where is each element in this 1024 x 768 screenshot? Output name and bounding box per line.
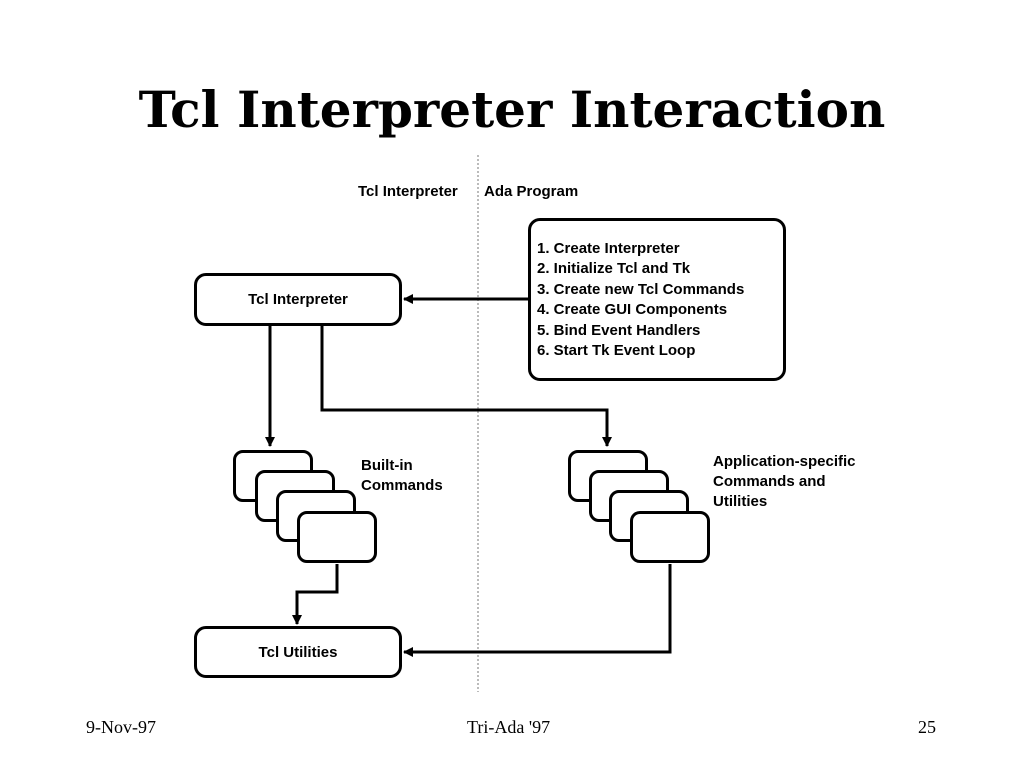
command-card [297,511,377,563]
column-heading-ada-program: Ada Program [484,183,579,200]
ada-program-steps-box: 1. Create Interpreter 2. Initialize Tcl … [528,218,786,381]
tcl-interpreter-box: Tcl Interpreter [194,273,402,326]
builtin-commands-label-line-2: Commands [361,477,443,494]
step-item: 1. Create Interpreter [537,240,680,257]
step-item: 3. Create new Tcl Commands [537,280,745,298]
footer-event: Tri-Ada '97 [467,717,551,737]
footer-page-number: 25 [918,717,936,737]
tcl-interpreter-label: Tcl Interpreter [248,291,348,308]
arrow-interpreter-to-appspecific [320,326,612,447]
step-item: 4. Create GUI Components [537,301,728,319]
tcl-utilities-box: Tcl Utilities [194,626,402,678]
column-heading-tcl-interpreter: Tcl Interpreter [358,183,458,200]
arrow-appspecific-to-utilities [403,564,672,657]
appspecific-label-line-3: Utilities [713,493,768,510]
step-item: 6. Start Tk Event Loop [537,342,696,360]
builtin-commands-label-line-1: Built-in [361,457,413,474]
command-card [630,511,710,563]
tcl-utilities-label: Tcl Utilities [258,643,338,661]
step-item: 5. Bind Event Handlers [537,321,701,339]
appspecific-label-line-2: Commands and [713,473,826,490]
page-title: Tcl Interpreter Interaction [138,80,886,139]
footer-date: 9-Nov-97 [86,717,156,737]
appspecific-label-line-1: Application-specific [713,453,856,470]
arrow-builtin-to-utilities [292,564,339,625]
step-item: 2. Initialize Tcl and Tk [537,260,691,278]
